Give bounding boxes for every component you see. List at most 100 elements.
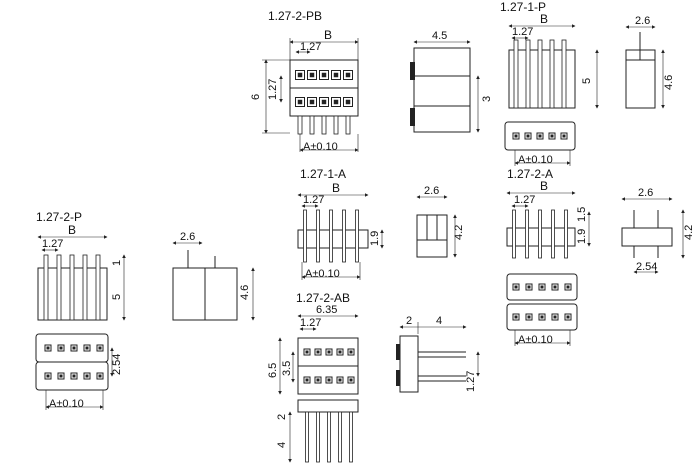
label-1-27-1-p: 1.27-1-P [500, 0, 546, 14]
socket-hole-core [538, 134, 542, 138]
pin [309, 115, 315, 135]
socket-hole-core [321, 99, 327, 105]
dim-height: 3 [481, 96, 493, 102]
view-1-27-2-ab: 1.27-2-AB 6.35 1.27 6.5 3.5 2 4 [267, 291, 359, 463]
pin [345, 115, 351, 135]
socket-hole-core [527, 315, 531, 319]
socket-hole-core [553, 285, 557, 289]
pin [82, 254, 88, 321]
dim-width: 2.6 [424, 185, 439, 197]
socket-hole-core [309, 72, 315, 78]
dim-height: 6 [250, 94, 262, 100]
socket-hole-core [46, 374, 50, 378]
dim-width: 6.35 [316, 304, 337, 316]
dim-tolerance: A±0.10 [305, 268, 340, 280]
socket-hole-core [321, 72, 327, 78]
socket-hole-core [59, 346, 63, 350]
socket-hole-core [345, 72, 351, 78]
label-1-27-2-a: 1.27-2-A [507, 167, 553, 181]
socket-hole-core [59, 374, 63, 378]
dim-b: B [324, 28, 332, 42]
dim-height: 4.6 [239, 285, 251, 300]
dim-b: B [540, 179, 548, 193]
socket-hole-core [345, 99, 351, 105]
pin [95, 254, 101, 321]
dim-width-2: 4 [436, 315, 442, 327]
dim-pitch: 1.27 [465, 371, 477, 392]
pin [329, 209, 333, 263]
socket-hole-core [550, 134, 554, 138]
socket-hole-core [85, 346, 89, 350]
dim-height: 5 [111, 294, 123, 300]
socket-hole-core [297, 72, 303, 78]
socket-hole-core [72, 374, 76, 378]
side-view-3: 2.6 4.6 [172, 231, 255, 321]
view-1-27-2-a: 1.27-2-A B 1.27 1.9 1.5 A±0.10 [506, 167, 591, 346]
label-1-27-1-a: 1.27-1-A [300, 167, 346, 181]
label-1-27-2-ab: 1.27-2-AB [296, 291, 350, 305]
dim-height: 4.2 [683, 225, 695, 240]
dim-row-height: 3.5 [281, 361, 293, 376]
pin [537, 39, 543, 109]
pin [327, 411, 331, 463]
socket-hole-core [526, 134, 530, 138]
pin [525, 39, 531, 109]
view-1-27-1-a: 1.27-1-A B 1.27 1.9 A±0.10 [297, 167, 384, 280]
socket-hole-core [85, 374, 89, 378]
dim-pitch: 1.27 [514, 194, 535, 206]
dim-tolerance: A±0.10 [518, 154, 553, 166]
dim-height: 6.5 [267, 363, 279, 378]
socket-hole-core [98, 346, 102, 350]
pin [512, 209, 516, 259]
pin [316, 411, 320, 463]
dim-height: 5 [581, 78, 593, 84]
dim-pin: 4 [276, 442, 288, 448]
pin [561, 39, 567, 109]
dim-pitch: 1.27 [512, 26, 533, 38]
dim-row-pitch: 2.54 [636, 261, 657, 273]
dim-row-pitch: 1.27 [267, 79, 279, 100]
dim-b: B [68, 223, 76, 237]
side-view-2: 2.6 4.6 [625, 15, 675, 109]
view-1-27-2-p: 1.27-2-P B 1.27 1 5 2.54 A±0.10 [35, 210, 126, 410]
pin [525, 209, 529, 259]
pin [303, 209, 307, 263]
pin [342, 209, 346, 263]
pin [56, 254, 62, 321]
view-1-27-2-pb: 1.27-2-PB B 1.27 6 1.27 A±0.10 [250, 9, 359, 153]
socket-hole-core [309, 99, 315, 105]
dim-height: 4.6 [663, 75, 675, 90]
socket-hole-core [514, 285, 518, 289]
pin [549, 39, 555, 109]
dim-width-1: 2 [406, 315, 412, 327]
pin [43, 254, 49, 321]
socket-hole-core [327, 350, 331, 354]
dim-top: 2 [276, 414, 288, 420]
socket-hole-core [514, 134, 518, 138]
dim-height-1: 1.9 [576, 229, 588, 244]
socket-hole-core [333, 99, 339, 105]
socket-hole-core [316, 378, 320, 382]
pin [316, 209, 320, 263]
socket-hole-core [566, 285, 570, 289]
pin [297, 115, 303, 135]
pin [551, 209, 555, 259]
socket-hole-core [540, 285, 544, 289]
socket-hole-core [514, 315, 518, 319]
dim-pitch: 1.27 [303, 194, 324, 206]
socket-hole-core [305, 350, 309, 354]
pin [321, 115, 327, 135]
socket-hole-core [527, 285, 531, 289]
side-view-1: 4.5 3 [410, 30, 493, 133]
dim-b: B [332, 181, 340, 195]
dim-b: B [540, 12, 548, 26]
side-view-5: 2.6 4.2 2.54 [621, 187, 695, 274]
view-1-27-1-p: 1.27-1-P B 1.27 5 A±0.10 [500, 0, 599, 166]
socket-hole-core [333, 72, 339, 78]
pin [305, 411, 309, 463]
dim-height: 1.9 [369, 231, 381, 246]
socket-hole-core [338, 378, 342, 382]
dim-top: 1 [111, 260, 123, 266]
